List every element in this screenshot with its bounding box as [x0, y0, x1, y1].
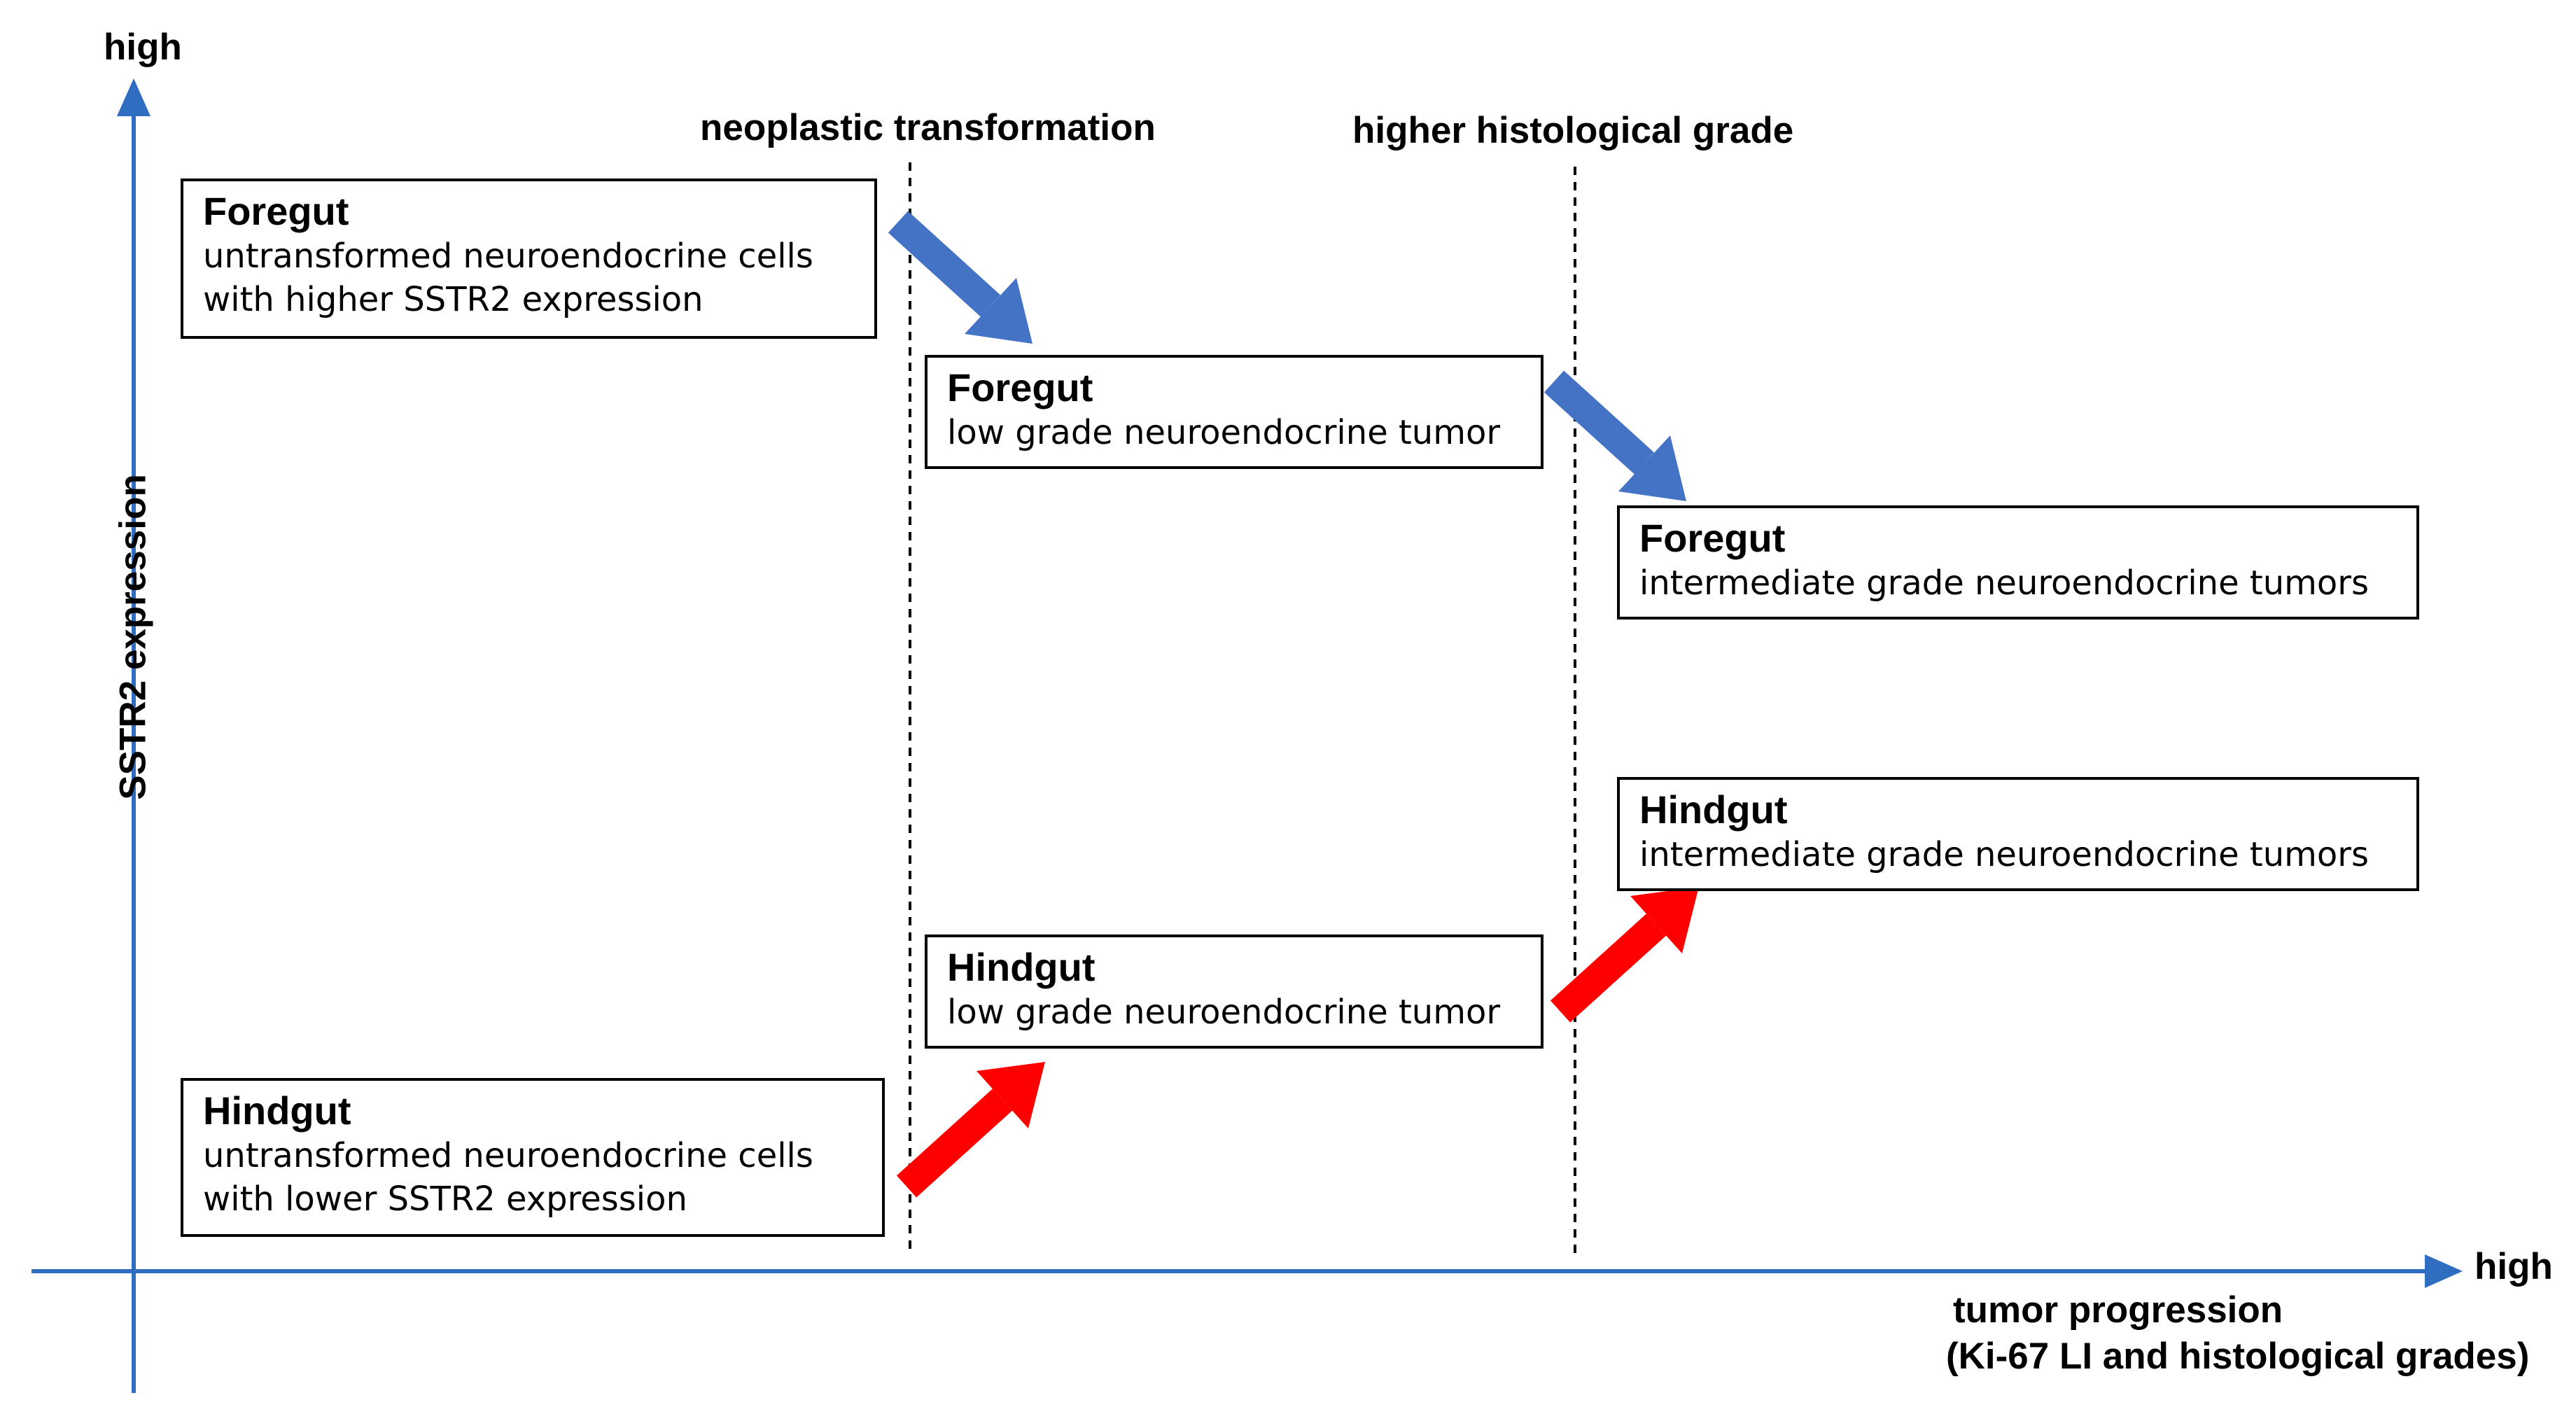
hindgut-intermediate-grade-box: Hindgut intermediate grade neuroendocrin… [1617, 777, 2419, 891]
hindgut-untransformed-box: Hindgut untransformed neuroendocrine cel… [181, 1078, 885, 1237]
box-title: Hindgut [1639, 788, 1788, 832]
hindgut-low-grade-box: Hindgut low grade neuroendocrine tumor [925, 934, 1544, 1049]
y-axis-title: SSTR2 expression [112, 474, 154, 800]
box-description-line1: low grade neuroendocrine tumor [947, 413, 1501, 452]
foregut-untransformed-box: Foregut untransformed neuroendocrine cel… [181, 178, 877, 339]
hindgut-arrow-1 [896, 1062, 1045, 1198]
x-axis-title-line2: (Ki-67 LI and histological grades) [1946, 1336, 2530, 1377]
foregut-arrow-1 [888, 211, 1032, 344]
higher-histological-grade-label: higher histological grade [1352, 110, 1794, 151]
box-description-line1: untransformed neuroendocrine cells [203, 1136, 813, 1175]
neoplastic-transformation-label: neoplastic transformation [700, 107, 1156, 148]
box-description-line2: with higher SSTR2 expression [203, 280, 704, 319]
box-title: Hindgut [203, 1088, 351, 1133]
box-title: Foregut [203, 189, 349, 233]
y-axis-high-label: high [104, 27, 182, 68]
foregut-intermediate-grade-box: Foregut intermediate grade neuroendocrin… [1617, 505, 2419, 620]
x-axis-high-label: high [2474, 1246, 2553, 1287]
foregut-low-grade-box: Foregut low grade neuroendocrine tumor [925, 355, 1544, 469]
box-description-line1: intermediate grade neuroendocrine tumors [1639, 835, 2369, 874]
x-axis-title-line1: tumor progression [1953, 1289, 2283, 1331]
box-description-line1: intermediate grade neuroendocrine tumors [1639, 564, 2369, 603]
box-description-line1: untransformed neuroendocrine cells [203, 237, 813, 276]
box-title: Hindgut [947, 945, 1096, 989]
hindgut-arrow-2 [1550, 887, 1699, 1023]
box-title: Foregut [1639, 516, 1786, 560]
box-description-line1: low grade neuroendocrine tumor [947, 993, 1501, 1032]
box-description-line2: with lower SSTR2 expression [203, 1180, 687, 1219]
box-title: Foregut [947, 365, 1093, 410]
foregut-arrow-2 [1544, 370, 1686, 501]
